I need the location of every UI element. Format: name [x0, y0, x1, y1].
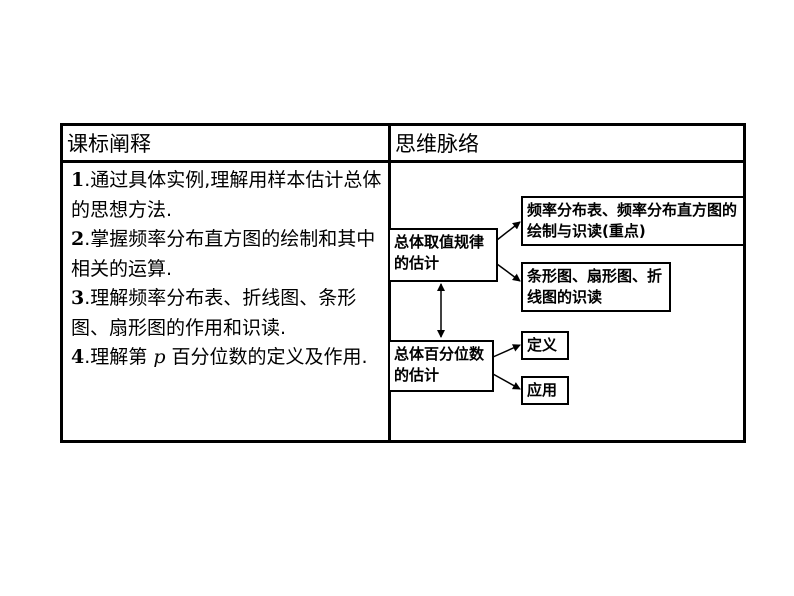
node-population-percentile: 总体百分位数的估计 — [388, 340, 494, 392]
header-mindmap: 思维脉络 — [395, 132, 479, 156]
course-table: 课标阐释 思维脉络 1.通过具体实例,理解用样本估计总体的思想方法. 2.掌握频… — [60, 123, 746, 443]
node-frequency-table-histogram: 频率分布表、频率分布直方图的绘制与识读(重点) — [521, 196, 745, 246]
arrow-to-b1 — [492, 344, 521, 358]
objective-item-3: 3.理解频率分布表、折线图、条形图、扇形图的作用和识读. — [71, 287, 357, 339]
objective-item-4: 4.理解第 p 百分位数的定义及作用. — [71, 346, 368, 368]
node-population-distribution: 总体取值规律的估计 — [388, 228, 498, 282]
objective-item-1: 1.通过具体实例,理解用样本估计总体的思想方法. — [71, 169, 382, 221]
arrow-to-a1 — [496, 221, 521, 241]
column-divider — [388, 126, 391, 440]
node-application: 应用 — [521, 376, 569, 405]
arrow-to-a2 — [496, 263, 521, 282]
node-bar-pie-line-charts: 条形图、扇形图、折线图的识读 — [521, 262, 671, 312]
header-divider — [63, 160, 743, 163]
node-definition: 定义 — [521, 331, 569, 360]
objective-item-2: 2.掌握频率分布直方图的绘制和其中相关的运算. — [71, 228, 376, 280]
objectives-list: 1.通过具体实例,理解用样本估计总体的思想方法. 2.掌握频率分布直方图的绘制和… — [71, 166, 383, 373]
arrow-to-b2 — [492, 373, 521, 390]
header-curriculum: 课标阐释 — [67, 132, 151, 156]
